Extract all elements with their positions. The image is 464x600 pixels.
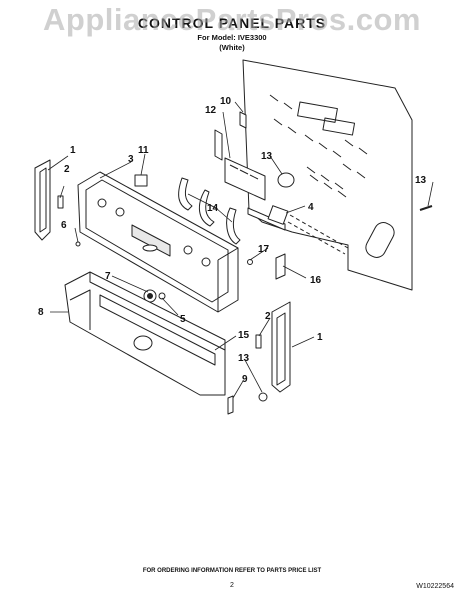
callout-8: 8 [38,307,44,318]
color-line: (White) [219,43,245,52]
screw-head [258,392,268,402]
rear-panel [242,59,413,291]
model-line: For Model: IVE3300 [197,33,267,42]
callout-1-right: 1 [317,332,323,343]
callout-4: 4 [308,202,314,213]
callout-10: 10 [220,96,232,107]
screw [227,395,234,415]
callout-12: 12 [205,105,217,116]
callout-13-top: 13 [261,151,273,162]
page-title: CONTROL PANEL PARTS [137,15,327,31]
callout-14: 14 [207,203,219,214]
knob-and-clip [143,289,166,303]
callout-15: 15 [238,330,250,341]
clock-module [214,111,266,201]
callout-13-right: 13 [415,175,427,186]
watermark: AppliancePartsPros.com [43,2,421,37]
brackets [178,177,349,255]
left-end-bracket [34,159,51,241]
console-screw [75,241,81,247]
callout-13-bottom: 13 [238,353,250,364]
mount-bracket [247,253,286,280]
document-number: W10222564 [416,583,454,590]
callout-2-right: 2 [265,311,271,322]
page-number: 2 [230,582,234,589]
display-window [131,224,171,257]
callout-16: 16 [310,275,322,286]
callout-5: 5 [180,314,186,325]
left-clip [57,195,64,209]
callout-3: 3 [128,154,134,165]
callout-6: 6 [61,220,67,231]
callout-9: 9 [242,374,248,385]
leader-lines [47,101,434,399]
callout-17: 17 [258,244,270,255]
ordering-footer: FOR ORDERING INFORMATION REFER TO PARTS … [142,568,322,574]
switch [134,174,148,187]
right-end-bracket [271,301,291,393]
right-clip [255,334,262,349]
knob [277,172,295,188]
callout-11: 11 [138,145,149,156]
control-console [77,171,239,313]
callout-1-left: 1 [70,145,76,156]
side-screw [419,205,433,211]
manifold-panel [64,271,226,396]
callouts: 1 2 3 11 12 10 13 4 14 13 17 16 6 7 5 8 … [38,96,427,385]
callout-7: 7 [105,271,111,282]
callout-2-left: 2 [64,164,70,175]
